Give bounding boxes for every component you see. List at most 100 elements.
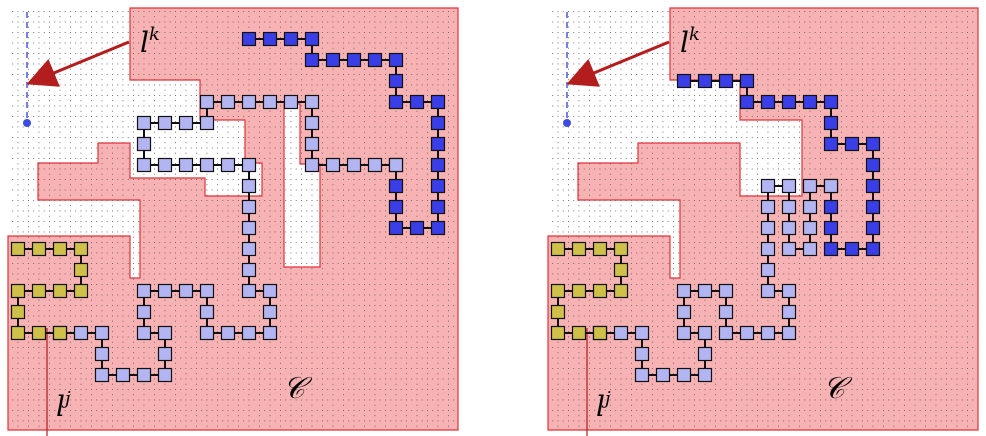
chain-node (136, 325, 152, 341)
chain-node (52, 325, 68, 341)
chain-node (262, 31, 278, 47)
chain-node (655, 367, 671, 383)
chain-node (865, 157, 881, 173)
chain-node (430, 94, 446, 110)
chain-node (157, 367, 173, 383)
chain-node (31, 325, 47, 341)
chain-node (220, 157, 236, 173)
lk-arrow (26, 40, 130, 87)
chain-node (739, 325, 755, 341)
chain-node (430, 136, 446, 152)
chain-node (241, 178, 257, 194)
chain-node (802, 199, 818, 215)
chain-node (157, 115, 173, 131)
chain-node (136, 367, 152, 383)
chain-node (613, 262, 629, 278)
chain-node (739, 73, 755, 89)
chain-node (676, 304, 692, 320)
chain-node (367, 52, 383, 68)
chain-node (241, 262, 257, 278)
chain-node (241, 94, 257, 110)
grid (8, 8, 458, 430)
grid (548, 8, 978, 430)
chain-node (52, 283, 68, 299)
chain-node (571, 325, 587, 341)
chain-dark-left (241, 31, 446, 236)
chain-node (571, 241, 587, 257)
chain-node (136, 283, 152, 299)
chain-node (823, 94, 839, 110)
chain-node (760, 241, 776, 257)
chain-node (199, 304, 215, 320)
chain-node (865, 136, 881, 152)
lk-endpoint (563, 119, 571, 127)
chain-node (94, 325, 110, 341)
chain-node (157, 325, 173, 341)
left-panel: lk lj 𝒞 (7, 7, 459, 436)
chain-node (781, 304, 797, 320)
chain-node (199, 157, 215, 173)
chain-node (865, 178, 881, 194)
chain-node (178, 115, 194, 131)
chain-node (241, 325, 257, 341)
chain-node (550, 304, 566, 320)
chain-node (865, 241, 881, 257)
chain-node (304, 52, 320, 68)
right-panel: lk lj 𝒞 (547, 7, 979, 436)
chain-node (325, 52, 341, 68)
chain-node (781, 199, 797, 215)
chain-node (304, 136, 320, 152)
chain-node (178, 283, 194, 299)
chain-node (697, 346, 713, 362)
chain-node (676, 325, 692, 341)
chain-node (94, 367, 110, 383)
chain-node (94, 346, 110, 362)
chain-node (823, 136, 839, 152)
chain-node (430, 199, 446, 215)
chain-node (178, 157, 194, 173)
chain-node (136, 136, 152, 152)
chain-node (388, 94, 404, 110)
chain-node (781, 220, 797, 236)
chain-node (634, 346, 650, 362)
chain-node (10, 241, 26, 257)
chain-node (823, 241, 839, 257)
chain-node (802, 178, 818, 194)
chain-node (388, 178, 404, 194)
chain-node (304, 31, 320, 47)
chain-node (823, 115, 839, 131)
chain-node (430, 178, 446, 194)
chain-node (802, 241, 818, 257)
chain-node (367, 157, 383, 173)
chain-node (676, 73, 692, 89)
chain-node (241, 241, 257, 257)
chain-yellow-right (550, 241, 629, 341)
chain-node (346, 157, 362, 173)
chain-node (697, 367, 713, 383)
chain-node (760, 220, 776, 236)
chain-node (157, 283, 173, 299)
chain-node (844, 241, 860, 257)
chain-node (592, 241, 608, 257)
chain-node (10, 325, 26, 341)
chain-node (718, 283, 734, 299)
chain-node (865, 220, 881, 236)
chain-node (241, 199, 257, 215)
chain-node (136, 157, 152, 173)
chain-node (31, 283, 47, 299)
chain-node (304, 115, 320, 131)
chain-node (430, 115, 446, 131)
chain-node (739, 94, 755, 110)
chain-node (157, 346, 173, 362)
chain-node (760, 325, 776, 341)
chain-node (262, 94, 278, 110)
chain-node (388, 199, 404, 215)
chain-node (115, 367, 131, 383)
chain-node (73, 283, 89, 299)
chain-node (550, 283, 566, 299)
chain-yellow-left (10, 241, 89, 341)
chain-node (718, 304, 734, 320)
chain-node (634, 325, 650, 341)
chain-node (781, 94, 797, 110)
chain-node (760, 283, 776, 299)
